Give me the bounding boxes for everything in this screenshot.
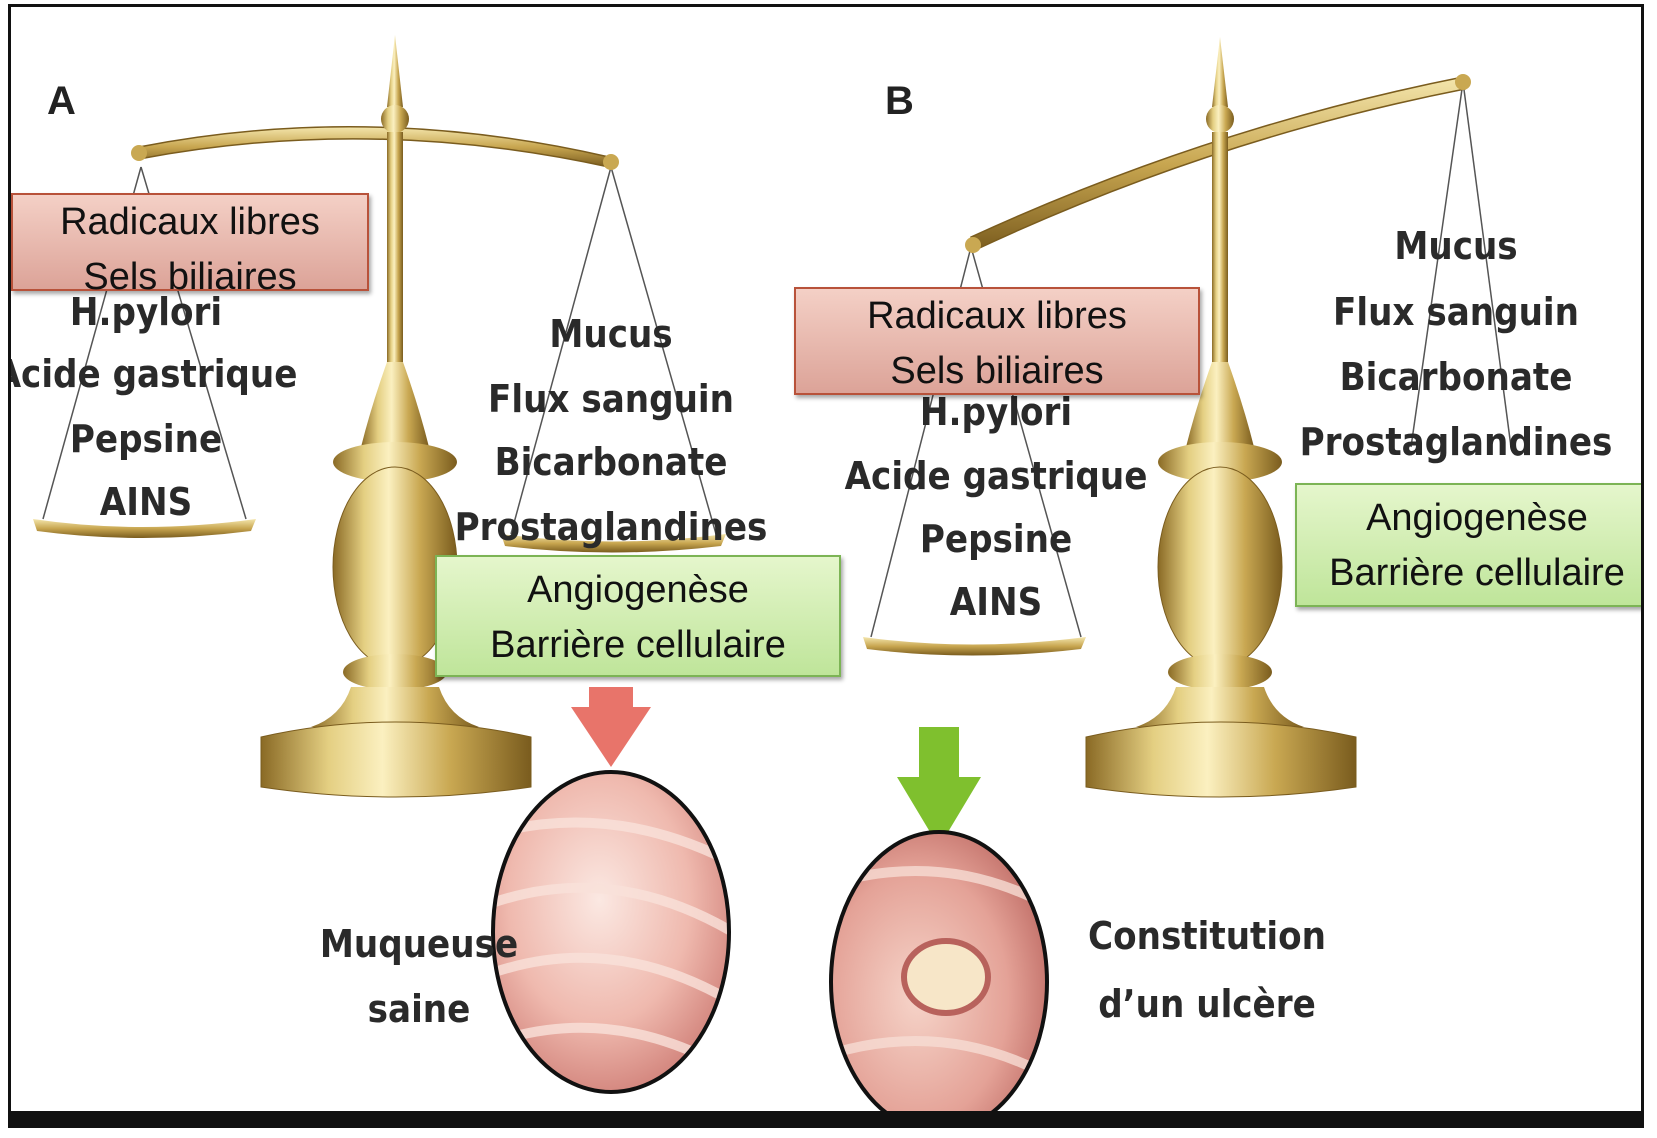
agression-item-b: Pepsine (920, 517, 1072, 561)
green-box-line: Angiogenèse (1297, 491, 1644, 546)
defense-item-b: Prostaglandines (1300, 420, 1613, 464)
defense-item-a: Flux sanguin (488, 377, 734, 421)
green-box-line: Angiogenèse (437, 563, 839, 618)
green-box-line: Barrière cellulaire (437, 618, 839, 673)
right-pan-a (501, 167, 726, 553)
agression-item-a: Pepsine (70, 417, 222, 461)
defense-item-b: Mucus (1394, 224, 1517, 268)
beam-a (139, 127, 609, 167)
defense-item-a: Prostaglandines (455, 505, 768, 549)
red-box-b: Radicaux libres Sels biliaires (794, 287, 1200, 395)
defense-item-b: Flux sanguin (1333, 290, 1579, 334)
panel-label-b: B (885, 79, 914, 124)
bottom-rule (11, 1111, 1641, 1125)
base-b (1086, 722, 1356, 797)
base-a (261, 722, 531, 797)
green-box-b: Angiogenèse Barrière cellulaire (1295, 483, 1644, 607)
agression-item-b: AINS (950, 580, 1042, 624)
result-label-a: Muqueuse (320, 922, 518, 966)
ulcer-crater (904, 941, 988, 1013)
down-arrow-b-icon (897, 727, 981, 847)
mucosa-healthy (481, 772, 741, 1092)
result-label-a: saine (368, 987, 471, 1031)
panel-label-a: A (47, 79, 76, 124)
down-arrow-a-icon (571, 687, 651, 767)
mucosa-ulcer (821, 832, 1051, 1128)
red-box-line: Radicaux libres (796, 289, 1198, 344)
green-box-line: Barrière cellulaire (1297, 546, 1644, 601)
defense-item-b: Bicarbonate (1340, 355, 1573, 399)
red-box-a: Radicaux libres Sels biliaires (11, 193, 369, 291)
red-box-line: Sels biliaires (13, 250, 367, 305)
agression-item-a: Acide gastrique (11, 352, 297, 396)
figure-frame: H.pylori Acide gastrique Pepsine AINS Mu… (8, 4, 1644, 1128)
result-label-b: d’un ulcère (1098, 982, 1316, 1026)
red-box-line: Radicaux libres (13, 195, 367, 250)
defense-item-a: Mucus (549, 312, 672, 356)
defense-item-a: Bicarbonate (495, 440, 728, 484)
green-box-a: Angiogenèse Barrière cellulaire (435, 555, 841, 677)
agression-item-b: Acide gastrique (845, 454, 1148, 498)
red-box-line: Sels biliaires (796, 344, 1198, 399)
result-label-b: Constitution (1088, 914, 1326, 958)
agression-item-a: AINS (100, 480, 192, 524)
